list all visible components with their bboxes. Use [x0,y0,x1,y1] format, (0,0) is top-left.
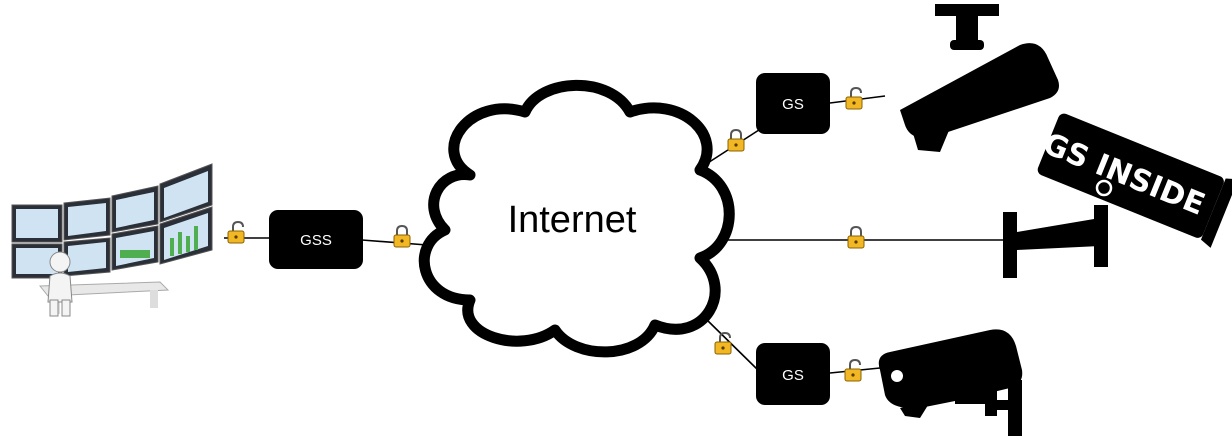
security-camera-icon [900,4,1059,152]
edge-internet-gs-bottom [704,317,761,373]
security-camera-icon [878,329,1023,436]
gs-top-node: GS [756,73,830,134]
open-padlock-icon [227,220,245,244]
gs-top-label: GS [782,96,804,113]
security-camera-inside-icon: GS INSIDE [1003,113,1232,278]
open-padlock-icon [714,331,732,355]
internet-cloud: Internet [418,79,735,358]
internet-label: Internet [508,199,637,241]
gs-bottom-node: GS [756,343,830,405]
gs-bottom-label: GS [782,367,804,384]
gss-label: GSS [300,232,332,249]
open-padlock-icon [845,86,863,110]
padlock-icon [847,225,865,249]
padlock-icon [727,128,745,152]
padlock-icon [393,224,411,248]
gss-node: GSS [269,210,363,269]
padlocks [227,86,865,382]
open-padlock-icon [844,358,862,382]
control-room-monitors-icon [2,163,224,318]
